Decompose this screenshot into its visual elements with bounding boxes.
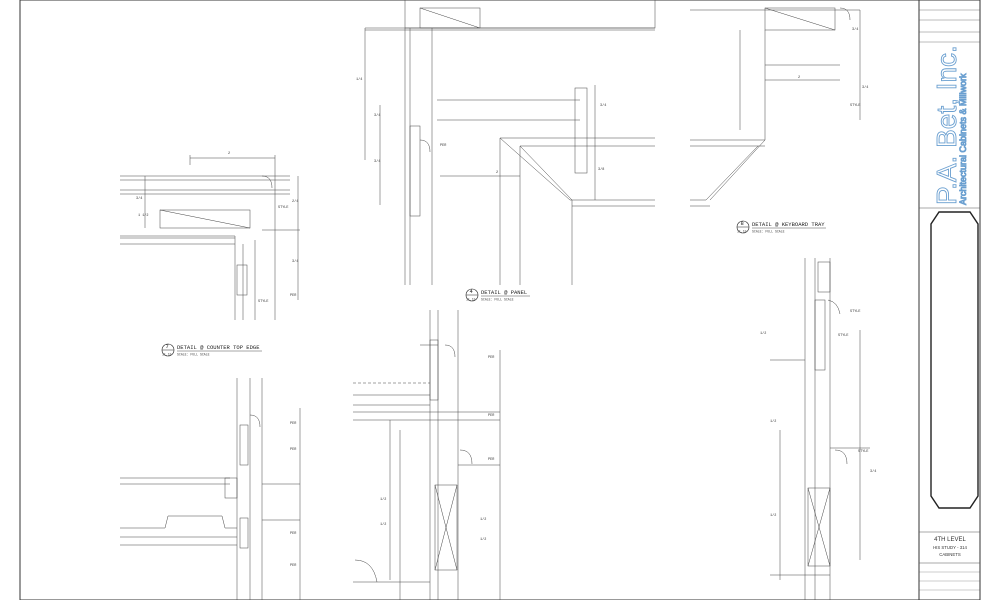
svg-text:1/4: 1/4 <box>356 77 362 82</box>
dim-text-detail-7: 2 3/4 1 1/2 2/4 STYLE 3/4 PER STYLE <box>136 152 298 304</box>
detail-8-number: 8 <box>741 220 744 227</box>
detail-4-sheet-ref: 11.1E <box>466 298 476 302</box>
detail-4-title: DETAIL @ PANEL <box>481 289 527 296</box>
detail-lower-left <box>120 378 301 600</box>
detail-lower-middle <box>353 310 501 600</box>
detail-8-sheet-ref: 11.1E <box>737 230 747 234</box>
svg-text:3/4: 3/4 <box>862 85 868 90</box>
svg-text:STYLE: STYLE <box>278 206 289 210</box>
project-item: CABINETS <box>939 552 961 557</box>
svg-text:1/2: 1/2 <box>760 331 766 336</box>
detail-7-callout: 7 11.1E DETAIL @ COUNTER TOP EDGE SCALE:… <box>161 343 262 357</box>
approval-stamp-frame <box>930 211 979 509</box>
detail-8-scale: SCALE: FULL SCALE <box>752 230 785 234</box>
svg-text:STYLE: STYLE <box>850 310 861 314</box>
detail-keyboard-tray <box>690 7 861 207</box>
svg-text:1 1/2: 1 1/2 <box>138 213 149 218</box>
detail-8-callout: 8 11.1E DETAIL @ KEYBOARD TRAY SCALE: FU… <box>736 220 826 234</box>
svg-text:3/4: 3/4 <box>374 113 380 118</box>
svg-text:2/4: 2/4 <box>292 199 298 204</box>
dim-text-lower-right: 1/2 STYLE STYLE 1/2 STYLE 3/4 1/2 <box>760 310 876 518</box>
svg-text:1/2: 1/2 <box>380 497 386 502</box>
svg-text:1/2: 1/2 <box>480 537 486 542</box>
firm-name: P.A. Bet, Inc. <box>931 45 962 205</box>
svg-text:3/4: 3/4 <box>374 159 380 164</box>
firm-tagline: Architectural Cabinets & Millwork <box>958 73 968 205</box>
detail-7-sheet-ref: 11.1E <box>162 353 172 357</box>
project-room: HIS STUDY - 314 <box>933 545 967 550</box>
detail-4-callout: 4 11.1E DETAIL @ PANEL SCALE: FULL SCALE <box>465 288 530 302</box>
svg-text:STYLE: STYLE <box>838 334 849 338</box>
svg-text:STYLE: STYLE <box>858 450 869 454</box>
detail-4-number: 4 <box>470 288 474 295</box>
project-level: 4TH LEVEL <box>934 537 966 543</box>
dim-text-lower-middle: PER PER PER 1/2 1/2 1/2 1/2 <box>380 356 495 542</box>
dim-text-detail-4: 1/4 3/4 PER 3/4 2 3/4 3/8 <box>356 77 606 175</box>
dim-text-detail-8: 2 3/4 3/4 STYLE <box>798 27 868 108</box>
svg-text:3/8: 3/8 <box>598 167 604 172</box>
detail-8-title: DETAIL @ KEYBOARD TRAY <box>752 221 825 228</box>
svg-text:PER: PER <box>290 422 297 426</box>
svg-text:PER: PER <box>440 144 447 148</box>
svg-text:1/2: 1/2 <box>380 522 386 527</box>
svg-text:PER: PER <box>290 532 297 536</box>
svg-text:2: 2 <box>798 76 800 80</box>
svg-text:PER: PER <box>290 564 297 568</box>
svg-text:3/4: 3/4 <box>870 469 876 474</box>
detail-panel <box>364 0 656 285</box>
svg-text:1/2: 1/2 <box>770 513 776 518</box>
svg-text:3/4: 3/4 <box>136 196 142 201</box>
detail-7-scale: SCALE: FULL SCALE <box>177 353 210 357</box>
svg-text:PER: PER <box>488 458 495 462</box>
svg-text:PER: PER <box>290 448 297 452</box>
detail-counter-top-edge <box>120 155 300 320</box>
svg-text:PER: PER <box>290 294 297 298</box>
detail-4-scale: SCALE: FULL SCALE <box>481 298 514 302</box>
detail-7-number: 7 <box>166 343 169 350</box>
svg-text:1/2: 1/2 <box>480 517 486 522</box>
svg-text:3/4: 3/4 <box>852 27 858 32</box>
svg-text:2: 2 <box>228 152 230 156</box>
svg-text:STYLE: STYLE <box>850 104 861 108</box>
svg-text:PER: PER <box>488 356 495 360</box>
svg-text:3/4: 3/4 <box>600 103 606 108</box>
svg-text:STYLE: STYLE <box>258 300 269 304</box>
svg-text:2: 2 <box>496 171 498 175</box>
detail-lower-right <box>770 258 870 600</box>
svg-text:1/2: 1/2 <box>770 419 776 424</box>
detail-7-title: DETAIL @ COUNTER TOP EDGE <box>177 344 260 351</box>
svg-text:3/4: 3/4 <box>292 259 298 264</box>
svg-text:PER: PER <box>488 414 495 418</box>
title-block: P.A. Bet, Inc. Architectural Cabinets & … <box>918 0 981 600</box>
dim-text-lower-left: PER PER PER PER <box>290 422 297 568</box>
